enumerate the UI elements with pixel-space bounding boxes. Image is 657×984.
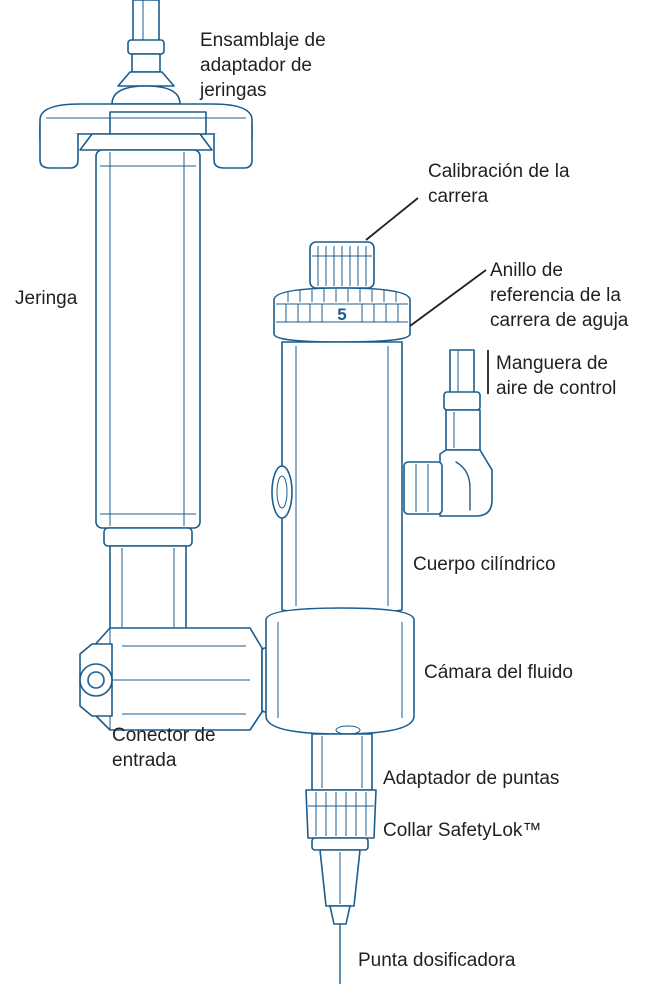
leader-stroke-ring [409,269,487,327]
syringe-feed-tube [127,0,165,73]
fluid-chamber [265,607,415,735]
tip-adapter [311,733,373,791]
label-fluid-chamber: Cámara del fluido [424,662,573,683]
stroke-reference-ring: 5 [273,287,411,343]
dispensing-tip [319,849,361,984]
air-control-hose [403,349,493,517]
label-air-hose: Manguera de aire de control [496,353,617,399]
syringe-coupling [109,545,187,641]
syringe-barrel [95,149,201,547]
stroke-calibration-knob [309,241,375,289]
label-tip-adapter: Adaptador de puntas [383,768,560,789]
label-syringe: Jeringa [15,288,78,309]
inlet-connector [79,627,279,731]
cylinder-body [271,341,403,616]
safetylok-collar [305,789,377,851]
label-cylinder-body: Cuerpo cilíndrico [413,554,556,575]
label-safetylok-collar: Collar SafetyLok™ [383,820,542,841]
label-dispensing-tip: Punta dosificadora [358,950,516,971]
label-stroke-calibration: Calibración de la carrera [428,161,570,207]
leader-stroke-calibration [365,197,419,241]
syringe-adapter-assembly [39,71,253,169]
label-stroke-ring: Anillo de referencia de la carrera de ag… [490,260,629,331]
label-inlet-connector: Conector de entrada [112,725,216,771]
ring-digit: 5 [337,305,346,324]
label-syringe-adapter: Ensamblaje de adaptador de jeringas [200,30,326,101]
